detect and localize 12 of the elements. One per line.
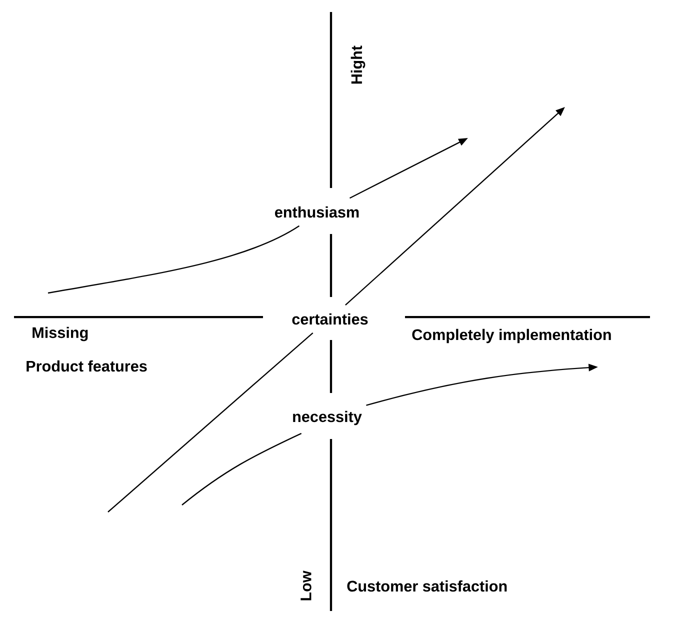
axis-label: Completely implementation [412,328,611,344]
axis-label: Low [300,570,312,600]
axis-label: Missing [32,326,88,342]
axis-label: Customer satisfaction [347,580,507,592]
axis-label: Hight [350,46,366,84]
curve-line [108,332,314,512]
curve-label: necessity [293,410,362,426]
curve-line [48,225,300,294]
curve-label: certainties [292,313,368,325]
curve-label: enthusiasm [275,206,359,218]
axis-label: Product features [26,360,147,372]
curve-line [182,432,302,506]
